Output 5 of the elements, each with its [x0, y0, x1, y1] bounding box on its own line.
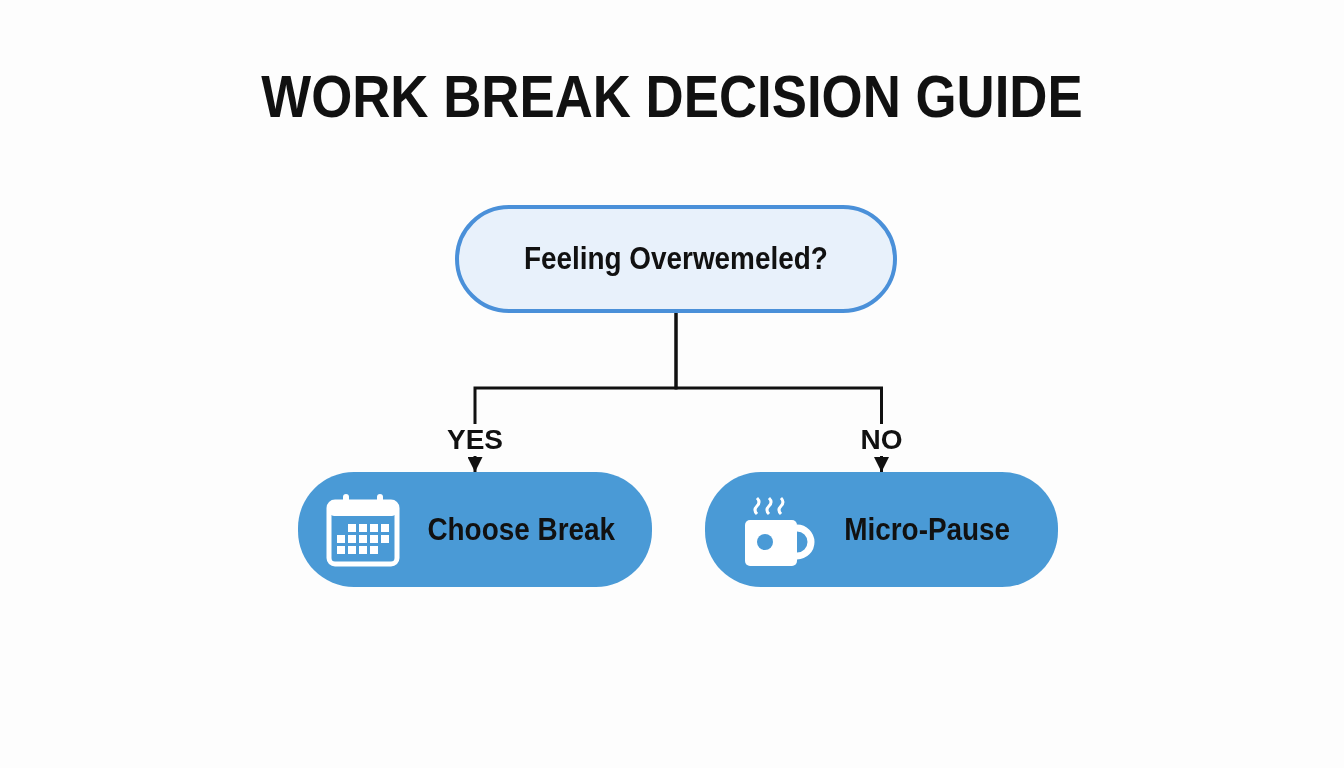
title: WORK BREAK DECISION GUIDE	[260, 62, 1084, 131]
node-label: Micro-Pause	[844, 511, 1011, 548]
node-label: Choose Break	[427, 511, 615, 548]
node-label: Feeling Overwemeled?	[524, 241, 828, 277]
arrow	[674, 313, 889, 472]
